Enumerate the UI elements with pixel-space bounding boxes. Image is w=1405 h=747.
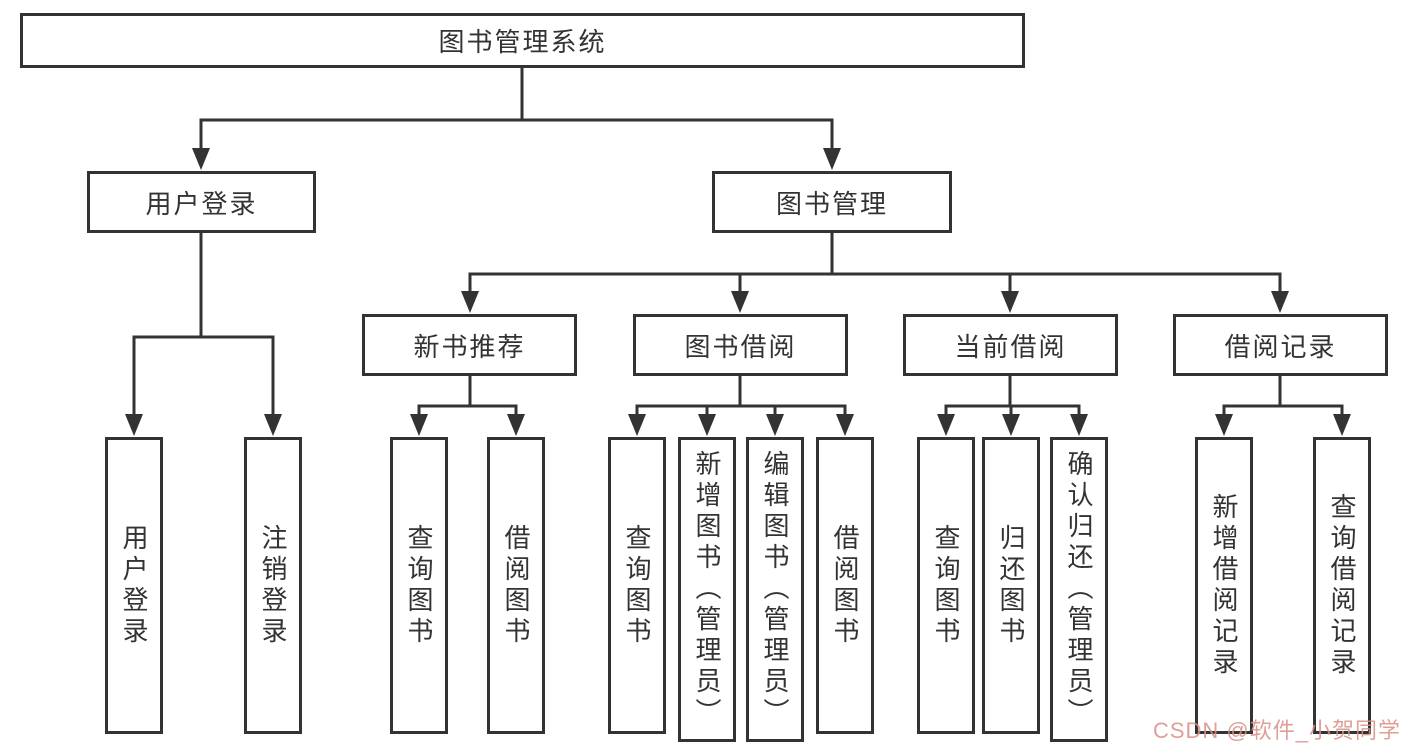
node-borrowing-records: 借阅记录 [1173,314,1388,376]
leaf-confirm-return-admin: 确认归还（管理员） [1050,437,1108,742]
leaf-query-books-borrowing: 查询图书 [608,437,666,734]
node-label: 借阅记录 [1224,331,1337,362]
leaf-add-books-admin: 新增图书（管理员） [678,437,736,742]
node-current-borrowing: 当前借阅 [903,314,1118,376]
leaf-add-borrow-record: 新增借阅记录 [1195,437,1253,734]
leaf-user-login: 用户登录 [105,437,163,734]
leaf-query-borrow-record: 查询借阅记录 [1313,437,1371,734]
node-user-login: 用户登录 [87,171,316,233]
csdn-watermark: CSDN @软件_小贺同学 [1152,718,1401,743]
node-label: 查询图书 [931,523,961,648]
node-label: 用户登录 [145,188,258,219]
node-label: 图书管理 [775,188,888,219]
node-label: 新增图书（管理员） [692,450,722,729]
node-label: 归还图书 [996,523,1026,648]
leaf-logout-login: 注销登录 [244,437,302,734]
node-new-book-recommendation: 新书推荐 [362,314,577,376]
node-label: 确认归还（管理员） [1064,450,1094,729]
node-label: 查询借阅记录 [1327,492,1357,679]
leaf-query-books-recommend: 查询图书 [390,437,448,734]
node-label: 图书管理系统 [438,27,607,57]
node-label: 注销登录 [258,523,288,648]
node-label: 借阅图书 [830,523,860,648]
node-book-management: 图书管理 [712,171,952,233]
node-label: 新书推荐 [413,331,526,362]
node-label: 查询图书 [622,523,652,648]
node-label: 查询图书 [404,523,434,648]
leaf-edit-books-admin: 编辑图书（管理员） [746,437,804,742]
leaf-return-books: 归还图书 [982,437,1040,734]
node-label: 借阅图书 [501,523,531,648]
node-library-management-system: 图书管理系统 [20,13,1025,68]
node-book-borrowing: 图书借阅 [633,314,848,376]
leaf-borrow-books-recommend: 借阅图书 [487,437,545,734]
node-label: 用户登录 [119,523,149,648]
node-label: 图书借阅 [684,331,797,362]
leaf-query-books-current: 查询图书 [917,437,975,734]
node-label: 编辑图书（管理员） [760,450,790,729]
node-label: 当前借阅 [954,331,1067,362]
node-label: 新增借阅记录 [1209,492,1239,679]
leaf-borrow-books-borrowing: 借阅图书 [816,437,874,734]
